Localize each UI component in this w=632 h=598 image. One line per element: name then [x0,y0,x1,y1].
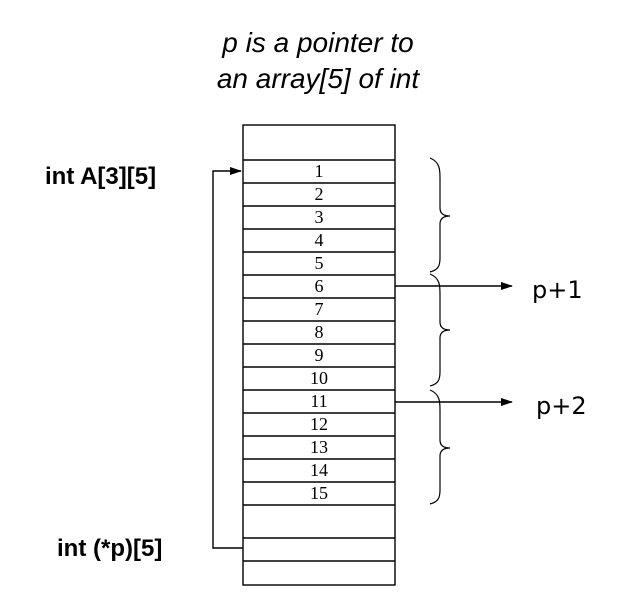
title-line-2: an array[5] of int [217,63,421,94]
title-line-1: p is a pointer to [221,27,413,58]
array-cell-value: 5 [315,253,324,273]
array-cell-value: 6 [315,276,324,296]
array-cell-value: 9 [315,345,324,365]
array-cell-value: 4 [315,230,324,250]
array-cell-value: 11 [310,391,327,411]
memory-outline [242,124,396,586]
p-plus-2-label: p+2 [536,392,587,420]
array-cell-value: 3 [315,207,324,227]
brace-row-1 [429,157,451,273]
cell-dividers [243,159,395,562]
array-cell-value: 13 [310,437,328,457]
p-plus-1-label: p+1 [532,276,583,304]
array-cell-value: 12 [310,414,328,434]
row-braces [429,157,451,505]
array-cell-value: 1 [315,161,324,181]
pointer-to-array-arrow [212,167,243,549]
array-declaration-label: int A[3][5] [45,163,156,190]
array-cell-value: 2 [315,184,324,204]
brace-row-2 [429,273,451,387]
pointer-declaration-label: int (*p)[5] [57,535,162,562]
brace-row-3 [429,389,451,505]
array-cell-value: 14 [310,460,328,480]
array-cell-value: 7 [315,299,324,319]
array-cell-value: 8 [315,322,324,342]
array-cell-value: 15 [310,483,328,503]
array-cell-value: 10 [310,368,328,388]
